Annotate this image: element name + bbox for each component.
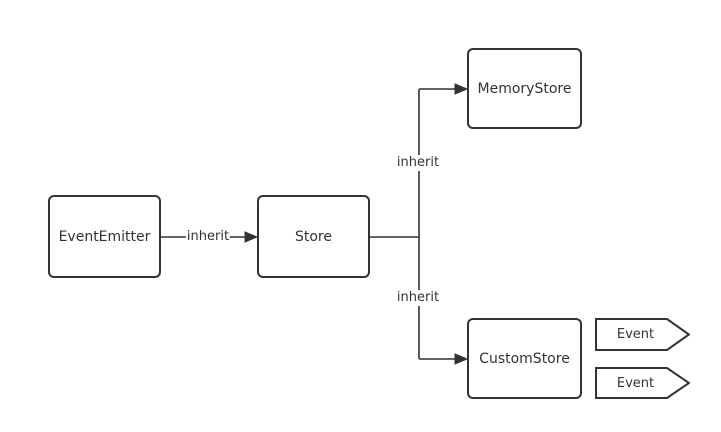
node-memorystore-label: MemoryStore [477,80,572,97]
node-customstore: CustomStore [467,318,582,399]
edge-label-inherit-eventemitter-store: inherit [185,229,231,245]
arrowhead-store [244,231,259,243]
node-memorystore: MemoryStore [467,48,582,129]
node-store-label: Store [294,228,332,245]
node-store: Store [257,195,370,278]
node-customstore-label: CustomStore [479,350,570,367]
shape-event-bottom: Event [595,367,690,399]
shape-event-top-label: Event [616,327,655,342]
arrowhead-customstore [454,353,469,365]
shape-event-top-outline [595,318,690,351]
edge-label-inherit-store-customstore: inherit [395,290,441,306]
shape-event-bottom-outline [595,367,690,399]
node-eventemitter-label: EventEmitter [58,228,151,245]
shape-event-bottom-label: Event [616,375,655,391]
node-eventemitter: EventEmitter [48,195,161,278]
arrowhead-memorystore [454,83,469,95]
edge-label-inherit-store-memorystore: inherit [395,155,441,171]
shape-event-top: Event [595,318,690,351]
